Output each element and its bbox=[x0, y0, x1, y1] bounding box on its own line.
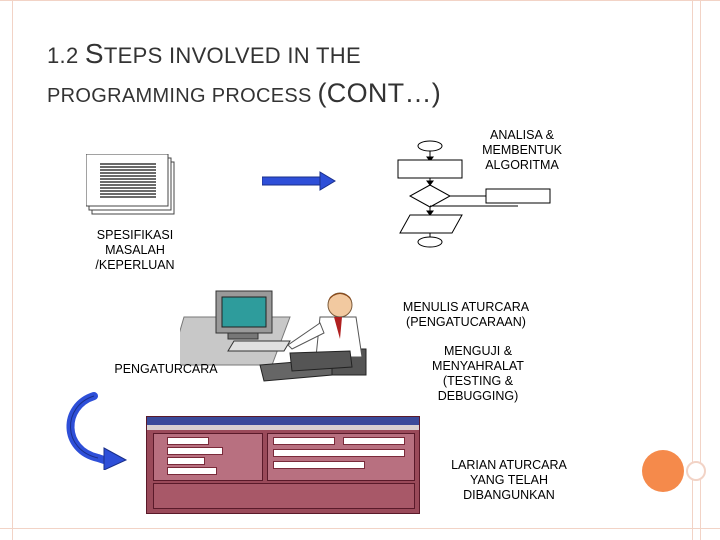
curved-arrow-icon bbox=[66, 392, 128, 470]
screenshot-field bbox=[273, 461, 365, 469]
label-larian: LARIAN ATURCARA YANG TELAH DIBANGUNKAN bbox=[451, 458, 567, 502]
screenshot-field bbox=[273, 437, 335, 445]
accent-circle bbox=[642, 450, 684, 492]
frame-line-left bbox=[12, 0, 13, 540]
label-analisa: ANALISA & MEMBENTUK ALGORITMA bbox=[482, 128, 562, 172]
programmer-icon bbox=[180, 290, 367, 382]
program-screenshot bbox=[146, 416, 420, 514]
title-rest: TEPS INVOLVED IN THE bbox=[103, 43, 361, 68]
screenshot-field bbox=[167, 447, 223, 455]
label-spesifikasi: SPESIFIKASI MASALAH /KEPERLUAN bbox=[95, 228, 175, 272]
frame-line-top bbox=[0, 0, 720, 1]
flowchart-icon bbox=[397, 140, 551, 248]
accent-circle-small bbox=[686, 461, 706, 481]
label-pengaturcara: PENGATURCARA bbox=[114, 362, 218, 376]
frame-line-bottom bbox=[0, 528, 720, 529]
screenshot-titlebar bbox=[147, 417, 419, 425]
screenshot-field bbox=[167, 457, 205, 465]
title-line2-text: PROGRAMMING PROCESS bbox=[47, 85, 318, 107]
slide-title-line2: PROGRAMMING PROCESS (CONT…) bbox=[47, 78, 441, 109]
title-line2-cont: (CONT…) bbox=[317, 78, 442, 108]
screenshot-grid bbox=[153, 483, 415, 509]
frame-line-right-inner bbox=[692, 0, 693, 540]
title-capital-s: S bbox=[84, 38, 104, 69]
title-prefix: 1.2 bbox=[47, 43, 85, 68]
slide-title-line1: 1.2 STEPS INVOLVED IN THE bbox=[47, 38, 361, 70]
screenshot-menubar bbox=[147, 425, 419, 430]
label-menulis: MENULIS ATURCARA (PENGATUCARAAN) bbox=[402, 300, 530, 329]
screenshot-field bbox=[167, 437, 209, 445]
frame-line-right-outer bbox=[700, 0, 701, 540]
documents-icon bbox=[86, 154, 175, 215]
screenshot-field bbox=[167, 467, 217, 475]
label-menguji: MENGUJI & MENYAHRALAT (TESTING & DEBUGGI… bbox=[432, 344, 524, 403]
right-arrow-icon bbox=[262, 171, 336, 191]
screenshot-field bbox=[343, 437, 405, 445]
screenshot-field bbox=[273, 449, 405, 457]
